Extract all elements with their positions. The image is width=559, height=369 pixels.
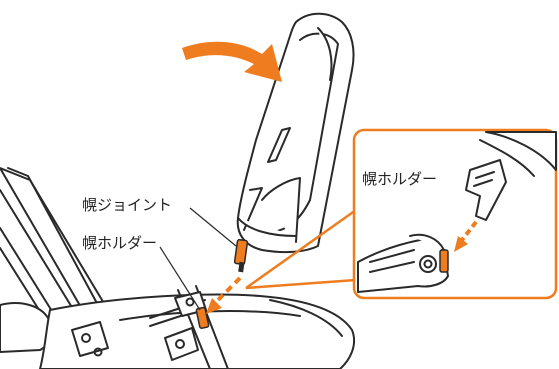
hood-joint-part [233,238,249,273]
zoom-callout [352,128,558,300]
dashed-arrow-icon [206,276,242,314]
hood-joint-label: 幌ジョイント [82,196,173,214]
hood-holder-label: 幌ホルダー [82,234,158,252]
canopy-hood [236,12,355,254]
stroller-frame [0,167,356,369]
zoom-connector [245,208,357,290]
hood-holder-part [195,306,210,329]
hood-holder-zoom-label: 幌ホルダー [362,170,438,188]
curved-arrow-icon [182,41,282,82]
